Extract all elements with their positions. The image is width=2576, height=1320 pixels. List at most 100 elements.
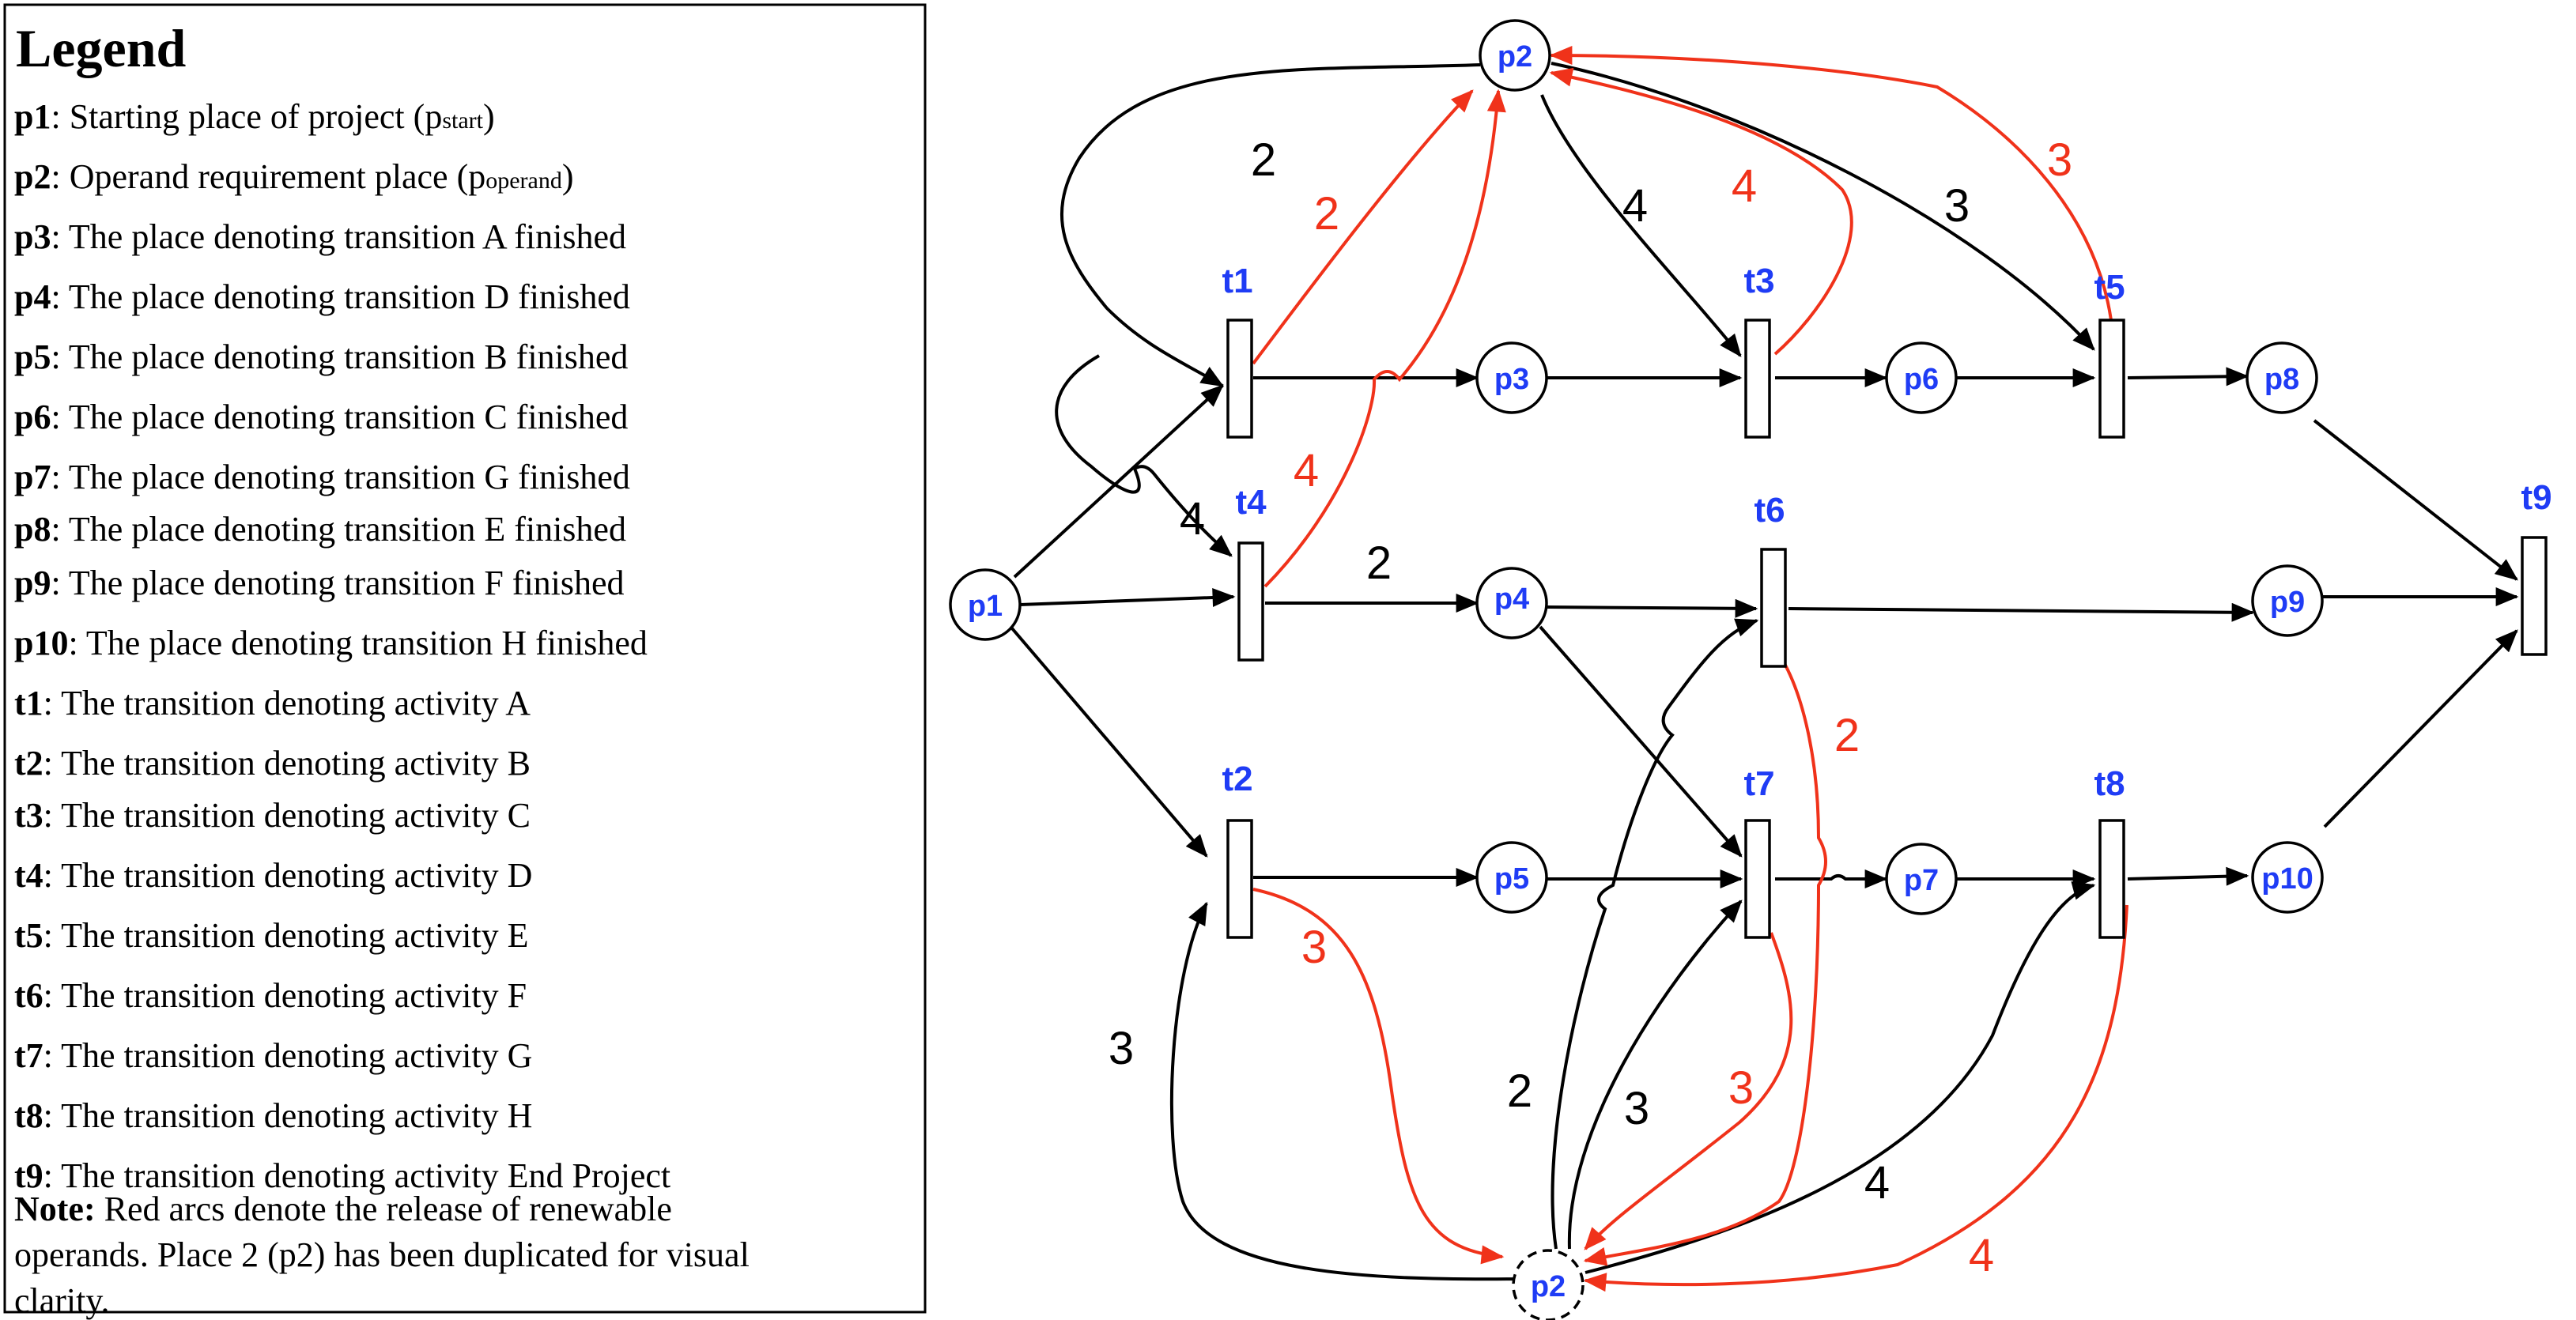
weight-p2b-t2: 3 [1109, 1023, 1134, 1074]
place-label-p7: p7 [1904, 864, 1939, 897]
transition-labels: t1 t4 t2 t3 t6 t7 t5 t8 t9 [1222, 262, 2551, 803]
legend-desc-t8: : The transition denoting activity H [43, 1096, 533, 1135]
weight-p2b-t8: 4 [1864, 1157, 1890, 1209]
legend-entry-t1: t1: The transition denoting activity A [14, 684, 531, 722]
legend-key-t9: t9 [14, 1156, 43, 1195]
legend-note-line-1: Note: Red arcs denote the release of ren… [14, 1190, 672, 1228]
legend-key-t3: t3 [14, 796, 43, 835]
legend-key-t4: t4 [14, 856, 43, 895]
legend-desc-p8: : The place denoting transition E finish… [51, 510, 625, 549]
legend-after-p2: ) [562, 157, 574, 196]
weight-p2b-t6: 2 [1507, 1065, 1532, 1117]
legend-key-t2: t2 [14, 744, 43, 783]
legend-key-t5: t5 [14, 916, 43, 955]
legend-entry-p2: p2: Operand requirement place (poperand) [14, 157, 574, 196]
place-label-p5: p5 [1494, 862, 1529, 896]
legend-desc-p1: : Starting place of project (p [51, 97, 442, 136]
place-label-p2-bottom: p2 [1531, 1270, 1566, 1303]
transition-label-t4: t4 [1235, 483, 1267, 522]
legend-entry-t4: t4: The transition denoting activity D [14, 856, 532, 895]
legend-key-p4: p4 [14, 277, 51, 316]
arc-p2-t3 [1540, 94, 1742, 357]
legend-entry-t6: t6: The transition denoting activity F [14, 976, 527, 1015]
legend-after-p1: ) [483, 97, 495, 136]
legend-note-line-3: clarity. [14, 1281, 110, 1320]
legend-entry-p10: p10: The place denoting transition H fin… [14, 624, 648, 662]
arc-t8-p10 [2127, 866, 2249, 886]
weight-t1-p2: 2 [1314, 188, 1339, 239]
legend-entry-p3: p3: The place denoting transition A fini… [14, 217, 626, 256]
arc-t6-p9 [1788, 602, 2255, 622]
place-label-p1: p1 [968, 590, 1003, 623]
weight-t3-p2: 4 [1732, 160, 1757, 212]
transition-t2 [1226, 819, 1253, 939]
transition-t4 [1237, 541, 1264, 662]
transition-t7 [1744, 819, 1771, 939]
legend-key-p6: p6 [14, 398, 51, 436]
legend-entry-p4: p4: The place denoting transition D fini… [14, 277, 630, 316]
arc-p2b-t6 [1551, 618, 1759, 1250]
black-arcs [1010, 62, 2519, 1281]
legend-desc-p5: : The place denoting transition B finish… [51, 338, 628, 376]
transition-t3 [1744, 319, 1771, 439]
place-p3 [1475, 341, 1548, 414]
legend-entry-p5: p5: The place denoting transition B fini… [14, 338, 628, 376]
legend-note-text-1: Red arcs denote the release of renewable [96, 1190, 672, 1228]
legend-entry-t7: t7: The transition denoting activity G [14, 1036, 532, 1075]
arc-t1-p2 [1252, 89, 1474, 365]
place-p2-bottom [1512, 1249, 1585, 1320]
arc-t7-p2 [1584, 932, 1793, 1250]
arc-t4-p2 [1263, 89, 1506, 588]
weight-t4-p4: 2 [1366, 537, 1392, 589]
legend-desc-t2: : The transition denoting activity B [43, 744, 531, 783]
legend-note-label: Note: [14, 1190, 96, 1228]
legend-desc-t6: : The transition denoting activity F [43, 976, 527, 1015]
place-p8 [2246, 341, 2318, 414]
legend-key-p9: p9 [14, 564, 51, 602]
legend-desc-p3: : The place denoting transition A finish… [51, 217, 626, 256]
legend-note-line-2: operands. Place 2 (p2) has been duplicat… [14, 1235, 750, 1274]
weight-t5-p2: 3 [2047, 134, 2072, 186]
place-label-p6: p6 [1904, 363, 1939, 396]
place-p9 [2251, 564, 2324, 637]
place-p10 [2251, 841, 2324, 914]
legend-key-p5: p5 [14, 338, 51, 376]
legend-desc-p9: : The place denoting transition F finish… [51, 564, 624, 602]
legend-key-p1: p1 [14, 97, 51, 136]
weight-p2-t4: 4 [1180, 493, 1205, 545]
legend-sub-p1: start [442, 107, 483, 134]
places [949, 19, 2324, 1320]
weight-t2-p2: 3 [1301, 922, 1327, 973]
arc-p10-t9 [2323, 629, 2518, 828]
weight-t6-p2: 2 [1834, 710, 1860, 761]
legend-desc-t7: : The transition denoting activity G [43, 1036, 533, 1075]
arc-p1-t2 [1010, 627, 1208, 858]
legend-desc-t5: : The transition denoting activity E [43, 916, 529, 955]
arc-p2b-t7 [1567, 899, 1743, 1250]
legend-desc-t1: : The transition denoting activity A [43, 684, 531, 722]
transition-label-t8: t8 [2094, 764, 2125, 803]
legend-key-p10: p10 [14, 624, 68, 662]
legend-box [3, 3, 927, 1314]
arc-t7-p7 [1775, 869, 1888, 888]
place-p4 [1475, 567, 1548, 639]
weight-t8-p2: 4 [1969, 1230, 1994, 1281]
legend-desc-t4: : The transition denoting activity D [43, 856, 533, 895]
legend-entry-t3: t3: The transition denoting activity C [14, 796, 531, 835]
place-label-p2-top: p2 [1498, 40, 1532, 74]
place-labels: p1 p2 p3 p4 p5 p6 p7 p8 p9 p10 p2 [968, 40, 2313, 1303]
weight-p2-t1: 2 [1251, 134, 1276, 186]
weight-p2b-t7: 3 [1624, 1083, 1649, 1134]
legend-entry-t2: t2: The transition denoting activity B [14, 744, 531, 783]
transition-label-t5: t5 [2094, 268, 2125, 307]
legend: Legend p1: Starting place of project (ps… [3, 3, 927, 1320]
legend-key-p7: p7 [14, 458, 51, 496]
transition-t1 [1226, 319, 1253, 439]
arc-p4-t6 [1546, 598, 1758, 618]
legend-desc-p6: : The place denoting transition C finish… [51, 398, 628, 436]
arc-p2-t1 [1060, 63, 1481, 387]
legend-entry-p9: p9: The place denoting transition F fini… [14, 564, 625, 602]
arc-p2-t4 [1055, 354, 1233, 557]
transition-t8 [2098, 819, 2125, 939]
